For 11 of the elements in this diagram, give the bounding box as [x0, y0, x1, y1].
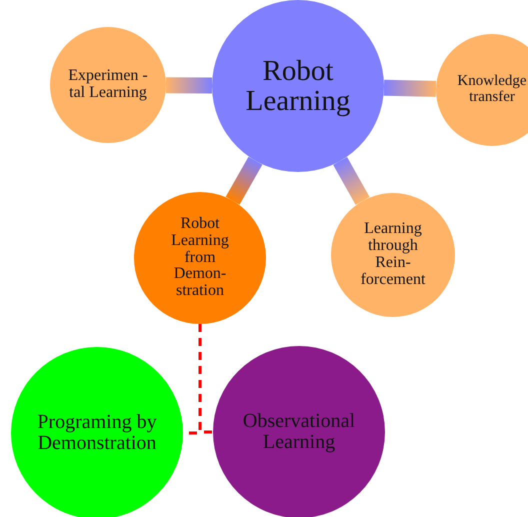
topic-label: Robot Learning from Demon- stration — [170, 216, 230, 300]
topic-label: Programing by Demonstration — [36, 412, 158, 454]
branch-connector — [333, 157, 370, 205]
branch-connector — [226, 156, 262, 205]
topic-label: Observational Learning — [242, 411, 356, 453]
topic-label: Robot Learning — [244, 56, 352, 116]
topic-label: Knowledge transfer — [456, 74, 528, 106]
topic-label: Experimen -tal Learning — [68, 68, 148, 102]
topic-label: Learning through Rein- forcement — [360, 221, 426, 289]
branch-connector — [166, 77, 212, 94]
branch-connector — [384, 80, 436, 97]
